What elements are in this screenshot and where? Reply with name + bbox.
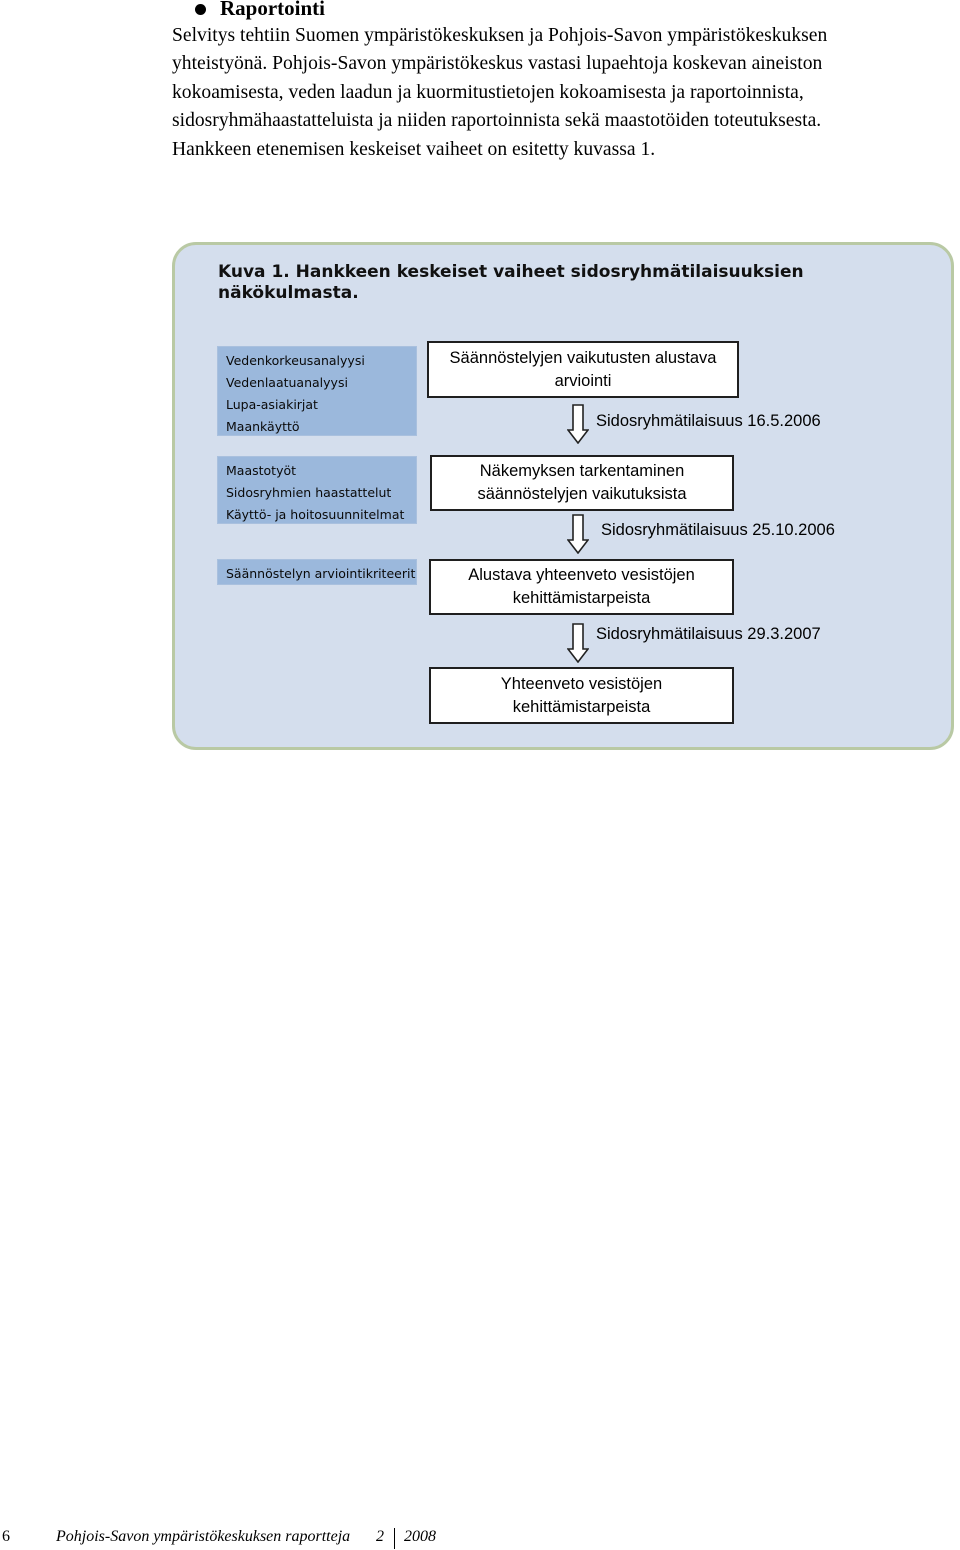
paragraph-line: kokoamisesta, veden laadun ja kuormitust… bbox=[172, 81, 804, 103]
process-box-1: Säännöstelyjen vaikutusten alustava arvi… bbox=[427, 341, 739, 398]
footer-publication: Pohjois-Savon ympäristökeskuksen raportt… bbox=[56, 1528, 351, 1545]
paragraph-line: yhteistyönä. Pohjois-Savon ympäristökesk… bbox=[172, 53, 823, 75]
paragraph-line: sidosryhmähaastatteluista ja niiden rapo… bbox=[172, 110, 822, 132]
paragraph-line: Selvitys tehtiin Suomen ympäristökeskuks… bbox=[172, 25, 828, 46]
input-item: Sidosryhmien haastattelut bbox=[226, 485, 392, 500]
footer-year: 2008 bbox=[404, 1528, 436, 1545]
input-item: Vedenkorkeusanalyysi bbox=[226, 353, 365, 368]
process-line: Alustava yhteenveto vesistöjen bbox=[468, 566, 695, 584]
input-item: Maankäyttö bbox=[226, 419, 300, 434]
down-arrow-icon bbox=[567, 514, 589, 554]
paragraph-line: Hankkeen etenemisen keskeiset vaiheet on… bbox=[172, 138, 656, 160]
page-number: 6 bbox=[2, 1528, 10, 1545]
footer-separator bbox=[394, 1528, 395, 1549]
process-line: Näkemyksen tarkentaminen bbox=[479, 462, 685, 480]
process-line: kehittämistarpeista bbox=[512, 589, 651, 607]
process-line: kehittämistarpeista bbox=[512, 697, 651, 716]
down-arrow-icon bbox=[567, 404, 589, 444]
down-arrow-icon bbox=[567, 623, 589, 663]
input-item: Vedenlaatuanalyysi bbox=[226, 375, 348, 390]
process-box-4: Yhteenveto vesistöjen kehittämistarpeist… bbox=[429, 667, 734, 724]
figure-title: Kuva 1. Hankkeen keskeiset vaiheet sidos… bbox=[218, 262, 804, 304]
process-box-2: Näkemyksen tarkentaminen säännöstelyjen … bbox=[430, 455, 734, 511]
input-box-analyses: Vedenkorkeusanalyysi Vedenlaatuanalyysi … bbox=[217, 346, 417, 436]
section-heading: Raportointi bbox=[220, 0, 325, 20]
input-box-fieldwork: Maastotyöt Sidosryhmien haastattelut Käy… bbox=[217, 456, 417, 524]
bullet-icon bbox=[195, 4, 206, 15]
figure-title-line: Kuva 1. Hankkeen keskeiset vaiheet sidos… bbox=[218, 262, 804, 282]
footer-issue: 2 bbox=[376, 1528, 384, 1545]
stakeholder-event: Sidosryhmätilaisuus 16.5.2006 bbox=[596, 412, 821, 430]
input-box-criteria: Säännöstelyn arviointikriteerit bbox=[217, 559, 417, 585]
input-item: Lupa-asiakirjat bbox=[226, 397, 318, 412]
input-item: Käyttö- ja hoitosuunnitelmat bbox=[226, 507, 405, 522]
process-line: Yhteenveto vesistöjen bbox=[500, 674, 663, 693]
input-item: Säännöstelyn arviointikriteerit bbox=[226, 566, 416, 581]
stakeholder-event: Sidosryhmätilaisuus 29.3.2007 bbox=[596, 625, 821, 643]
process-line: Säännöstelyjen vaikutusten alustava bbox=[449, 348, 717, 367]
process-line: arviointi bbox=[554, 371, 612, 390]
process-line: säännöstelyjen vaikutuksista bbox=[477, 485, 687, 503]
input-item: Maastotyöt bbox=[226, 463, 297, 478]
body-paragraph: Selvitys tehtiin Suomen ympäristökeskuks… bbox=[172, 22, 960, 164]
figure-title-line: näkökulmasta. bbox=[218, 283, 359, 303]
process-box-3: Alustava yhteenveto vesistöjen kehittämi… bbox=[429, 559, 734, 615]
stakeholder-event: Sidosryhmätilaisuus 25.10.2006 bbox=[601, 521, 835, 539]
